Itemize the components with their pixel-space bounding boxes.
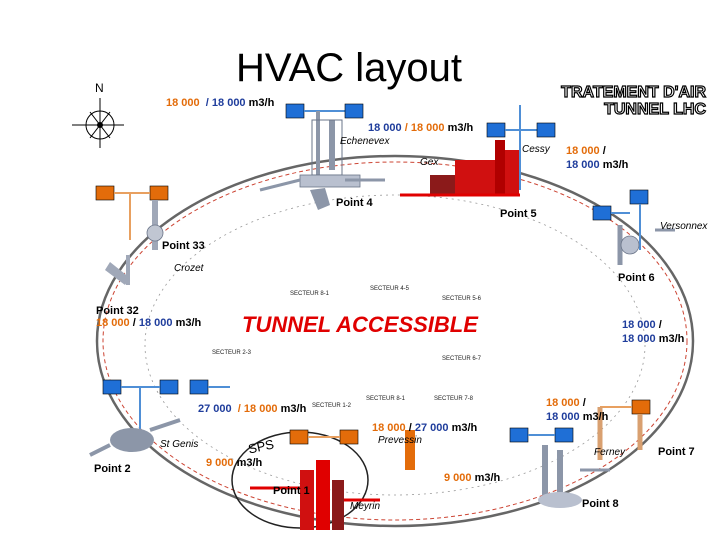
location-st-genis: St Genis (160, 439, 199, 450)
compass-icon (72, 98, 124, 148)
hvac-duct-sector-12 (189, 379, 415, 470)
lhc-tunnel-ring-inner (102, 161, 688, 521)
location-crozet: Crozet (174, 263, 204, 274)
point-1-label: Point 1 (273, 485, 310, 497)
point-32-label: Point 32 (96, 305, 139, 317)
flow-label-bottom-left: 27 000 / 18 000 m3/h (198, 403, 307, 415)
location-echenevex: Echenevex (340, 136, 390, 147)
flow-label-point8: 9 000 m3/h (444, 472, 501, 484)
hvac-unit-point4 (259, 103, 385, 210)
sector-label: SECTEUR 8-1 (290, 291, 330, 297)
page-title: HVAC layout (236, 46, 463, 90)
lhc-tunnel-ring-outer (95, 154, 695, 528)
hvac-unit-point33 (95, 185, 169, 285)
hvac-unit-point1 (250, 429, 380, 530)
sector-label: SECTEUR 1-2 (312, 403, 352, 409)
tunnel-accessible-label: TUNNEL ACCESSIBLE (242, 312, 478, 337)
flow-label-bottom-right: 18 000 / 18 000 m3/h (546, 397, 609, 423)
flow-label-top-left: 18 000 / 18 000 m3/h (166, 97, 275, 109)
header-line-2: TUNNEL LHC (603, 100, 706, 118)
location-prevessin: Prevessin (378, 435, 422, 446)
flow-label-bottom-center: 18 000 / 27 000 m3/h (372, 422, 478, 434)
hvac-unit-point5 (400, 105, 556, 197)
hvac-unit-point7 (597, 399, 651, 460)
flow-label-top-right: 18 000 / 18 000 m3/h (566, 145, 629, 171)
location-meyrin: Meyrin (350, 501, 381, 512)
point-2-label: Point 2 (94, 463, 131, 475)
inner-dotted-ring (144, 194, 646, 496)
flow-label-sps: 9 000 m3/h (206, 457, 263, 469)
sector-label: SECTEUR 7-8 (434, 396, 474, 402)
sector-label: SECTEUR 2-3 (212, 350, 252, 356)
point-7-label: Point 7 (658, 446, 695, 458)
flow-label-right-mid: 18 000 / 18 000 m3/h (622, 319, 685, 345)
location-cessy: Cessy (522, 144, 550, 155)
hvac-unit-point8 (509, 427, 610, 508)
sector-label: SECTEUR 4-5 (370, 286, 410, 292)
point-5-label: Point 5 (500, 208, 537, 220)
flow-label-top-mid: 18 000 / 18 000 m3/h (368, 122, 474, 134)
compass-north-label: N (95, 81, 104, 95)
point-6-label: Point 6 (618, 272, 655, 284)
location-ferney: Ferney (594, 447, 626, 458)
sector-label: SECTEUR 5-6 (442, 296, 482, 302)
flow-label-left-mid: 18 000 / 18 000 m3/h (96, 317, 202, 329)
point-4-label: Point 4 (336, 197, 373, 209)
hvac-unit-point6 (592, 189, 675, 265)
location-versonnex: Versonnex (660, 221, 708, 232)
sector-label: SECTEUR 8-1 (366, 396, 406, 402)
point-33-label: Point 33 (162, 240, 205, 252)
header-line-1: TRATEMENT D'AIR (561, 83, 707, 101)
sector-label: SECTEUR 6-7 (442, 356, 482, 362)
location-gex: Gex (420, 157, 439, 168)
hvac-unit-point2 (89, 379, 181, 457)
point-8-label: Point 8 (582, 498, 619, 510)
